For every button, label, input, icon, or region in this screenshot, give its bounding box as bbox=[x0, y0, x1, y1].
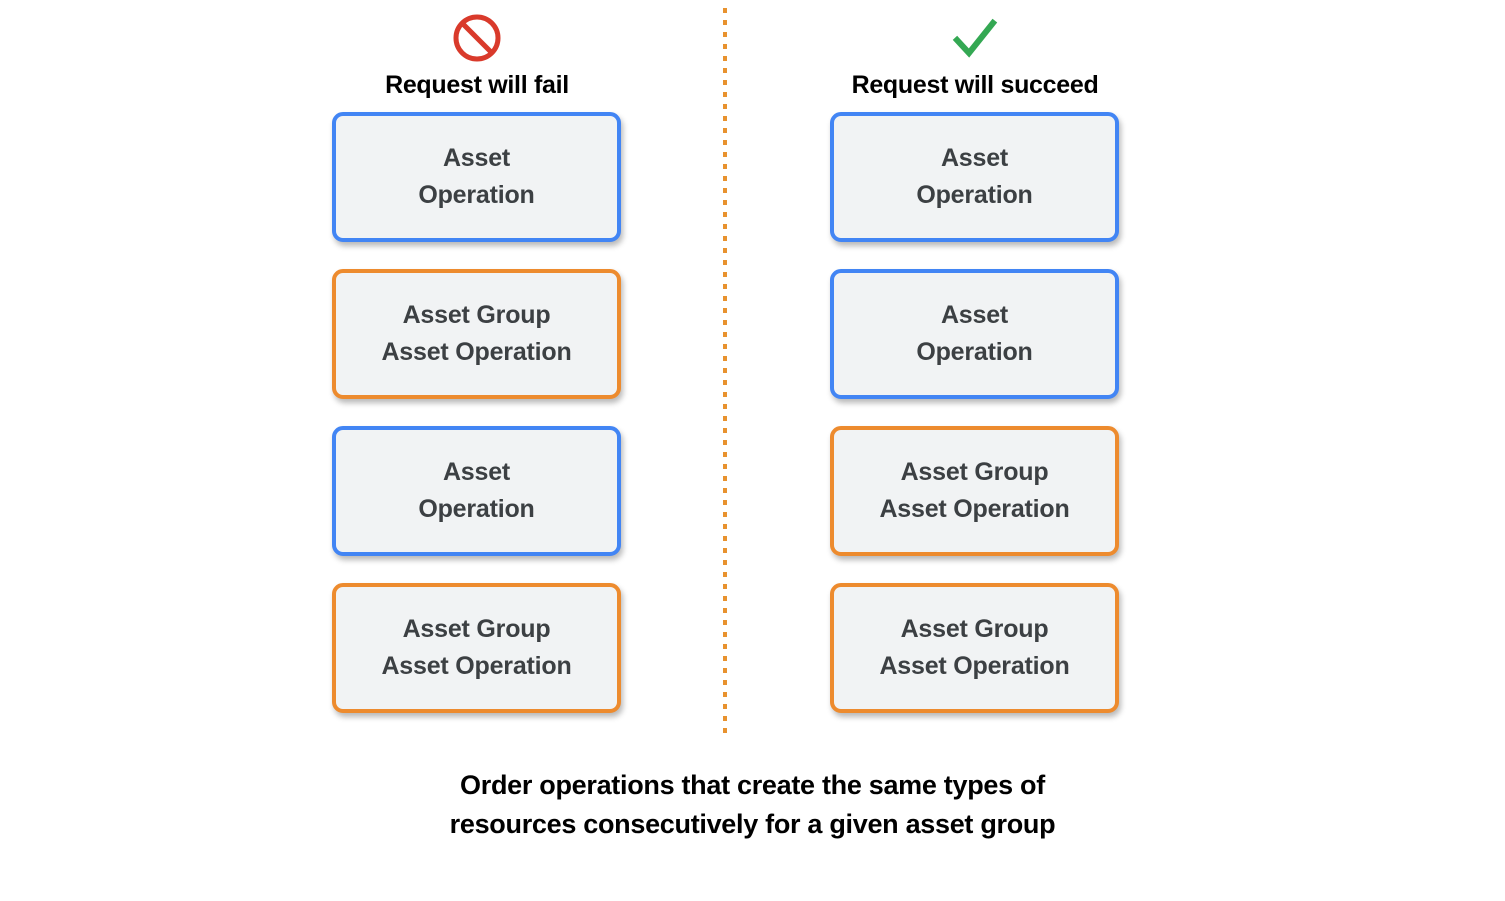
column-header-fail: Request will fail bbox=[312, 10, 642, 100]
card-label: Asset Operation bbox=[916, 301, 1033, 366]
card-label: Asset Operation bbox=[418, 458, 535, 523]
card-label: Asset Operation bbox=[916, 144, 1033, 209]
column-title-fail: Request will fail bbox=[385, 71, 569, 99]
card-label: Asset Group Asset Operation bbox=[381, 301, 572, 366]
prohibition-icon bbox=[453, 14, 501, 62]
diagram-caption: Order operations that create the same ty… bbox=[449, 770, 1056, 839]
card-asset-operation[interactable]: Asset Operation bbox=[830, 112, 1119, 242]
card-asset-group-asset-operation[interactable]: Asset Group Asset Operation bbox=[830, 426, 1119, 556]
column-title-succeed: Request will succeed bbox=[851, 71, 1099, 99]
card-label: Asset Operation bbox=[418, 144, 535, 209]
card-stack-fail: Asset Operation Asset Group Asset Operat… bbox=[332, 112, 621, 713]
checkmark-icon bbox=[952, 18, 998, 58]
card-asset-group-asset-operation[interactable]: Asset Group Asset Operation bbox=[332, 583, 621, 713]
vertical-dotted-divider bbox=[723, 8, 727, 740]
card-label: Asset Group Asset Operation bbox=[381, 615, 572, 680]
card-stack-succeed: Asset Operation Asset Operation Asset Gr… bbox=[830, 112, 1119, 713]
card-asset-operation[interactable]: Asset Operation bbox=[332, 112, 621, 242]
card-asset-group-asset-operation[interactable]: Asset Group Asset Operation bbox=[332, 269, 621, 399]
column-header-succeed: Request will succeed bbox=[810, 10, 1140, 100]
card-asset-operation[interactable]: Asset Operation bbox=[332, 426, 621, 556]
card-asset-operation[interactable]: Asset Operation bbox=[830, 269, 1119, 399]
card-asset-group-asset-operation[interactable]: Asset Group Asset Operation bbox=[830, 583, 1119, 713]
card-label: Asset Group Asset Operation bbox=[879, 458, 1070, 523]
card-label: Asset Group Asset Operation bbox=[879, 615, 1070, 680]
